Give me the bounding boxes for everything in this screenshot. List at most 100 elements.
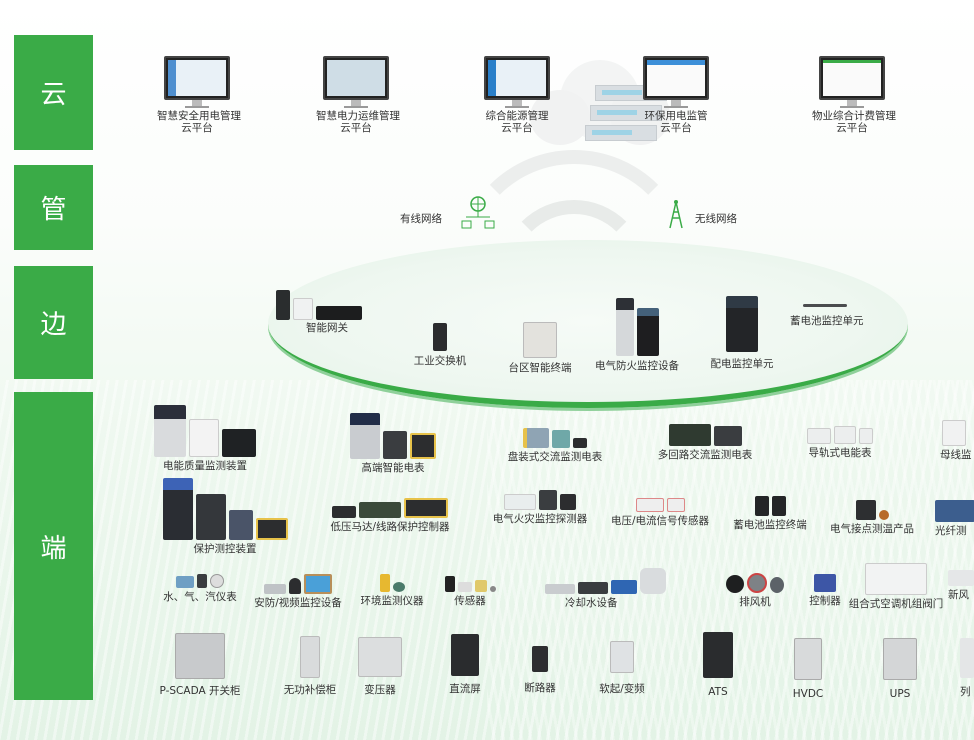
device-icon: [800, 574, 850, 592]
device-icon: [948, 570, 974, 586]
wireless-network-label: 无线网络: [695, 213, 737, 225]
end-device-label: 安防/视频监控设备: [254, 597, 342, 609]
end-device-soft-starter-vfd[interactable]: 软起/变频: [592, 641, 652, 695]
platform-power-om[interactable]: 智慧电力运维管理 云平台: [316, 56, 400, 134]
end-device-label: 高端智能电表: [361, 462, 425, 474]
end-device-column[interactable]: 列: [960, 638, 974, 698]
end-device-fresh-air[interactable]: 新风: [948, 570, 974, 601]
device-icon: [525, 568, 685, 594]
end-device-battery-terminal[interactable]: 蓄电池监控终端: [725, 496, 815, 531]
device-icon: [790, 426, 890, 444]
end-device-power-quality[interactable]: 电能质量监测装置: [150, 405, 260, 472]
end-device-hvdc[interactable]: HVDC: [783, 638, 833, 700]
platform-subtitle: 云平台: [340, 122, 372, 134]
device-icon: [248, 574, 348, 594]
end-device-label: UPS: [889, 688, 911, 700]
end-device-ahu-valve[interactable]: 组合式空调机组阀门: [846, 563, 946, 610]
end-device-label: 光纤测: [935, 525, 967, 537]
end-device-busbar-monitor[interactable]: 母线监: [930, 420, 974, 461]
end-device-transformer[interactable]: 变压器: [350, 637, 410, 696]
platform-property-billing[interactable]: 物业综合计费管理 云平台: [812, 56, 896, 134]
monitor-icon: [484, 56, 550, 100]
end-device-dc-panel[interactable]: 直流屏: [440, 634, 490, 695]
wired-network-label: 有线网络: [400, 213, 442, 225]
end-device-highend-meter[interactable]: 高端智能电表: [338, 413, 448, 474]
platform-title: 物业综合计费管理: [812, 110, 896, 122]
end-device-multi-circuit-meter[interactable]: 多回路交流监测电表: [650, 424, 760, 461]
device-icon: [275, 636, 345, 678]
end-device-security-video[interactable]: 安防/视频监控设备: [248, 574, 348, 609]
edge-device-gateway[interactable]: 智能网关: [276, 290, 362, 334]
layer-label-end: 端: [14, 392, 93, 700]
end-device-label: 母线监: [940, 449, 972, 461]
end-device-label: 冷却水设备: [565, 597, 618, 609]
end-device-water-gas-meters[interactable]: 水、气、汽仪表: [155, 574, 245, 603]
device-icon: [500, 428, 610, 448]
battery-monitor-icon: [790, 304, 860, 307]
end-device-label: ATS: [708, 686, 728, 698]
platform-subtitle: 云平台: [660, 122, 692, 134]
device-icon: [935, 500, 974, 522]
end-device-controller[interactable]: 控制器: [800, 574, 850, 607]
end-device-label: 水、气、汽仪表: [163, 591, 237, 603]
end-device-label: 控制器: [809, 595, 841, 607]
end-device-exhaust-fan[interactable]: 排风机: [710, 573, 800, 608]
end-device-panel-ac-meter[interactable]: 盘装式交流监测电表: [500, 428, 610, 463]
end-device-din-rail-meter[interactable]: 导轨式电能表: [790, 426, 890, 459]
wireless-tower-icon: [669, 200, 683, 229]
device-icon: [710, 573, 800, 593]
platform-title: 环保用电监管: [644, 110, 708, 122]
end-device-contact-temperature[interactable]: 电气接点测温产品: [822, 500, 922, 535]
end-device-voltage-current-sensor[interactable]: 电压/电流信号传感器: [605, 498, 715, 527]
end-device-cooling-water[interactable]: 冷却水设备: [525, 568, 685, 609]
platform-env-power[interactable]: 环保用电监管 云平台: [636, 56, 716, 134]
end-device-ups[interactable]: UPS: [875, 638, 925, 700]
end-device-label: 变压器: [364, 684, 396, 696]
area-terminal-icon: [500, 322, 580, 358]
edge-device-label: 配电监控单元: [710, 358, 774, 370]
end-device-pscada-switchgear[interactable]: P-SCADA 开关柜: [150, 633, 250, 697]
device-icon: [783, 638, 833, 680]
device-icon: [150, 405, 260, 457]
edge-device-distribution-monitor[interactable]: 配电监控单元: [704, 296, 780, 370]
end-device-reactive-compensation[interactable]: 无功补偿柜: [275, 636, 345, 696]
device-icon: [693, 632, 743, 678]
end-device-sensor[interactable]: 传感器: [430, 576, 510, 607]
edge-device-area-terminal[interactable]: 台区智能终端: [500, 322, 580, 374]
end-device-motor-protection[interactable]: 低压马达/线路保护控制器: [325, 498, 455, 533]
edge-device-label: 电气防火监控设备: [595, 360, 679, 372]
end-device-environment-monitor[interactable]: 环境监测仪器: [352, 574, 432, 607]
end-device-label: 直流屏: [449, 683, 481, 695]
device-icon: [592, 641, 652, 673]
edge-device-switch[interactable]: 工业交换机: [410, 323, 470, 367]
device-icon: [440, 634, 490, 676]
edge-device-label: 智能网关: [306, 322, 348, 334]
server-icon: [585, 125, 657, 141]
device-icon: [942, 420, 974, 446]
platform-subtitle: 云平台: [836, 122, 868, 134]
end-device-fire-detector[interactable]: 电气火灾监控探测器: [485, 490, 595, 525]
end-device-label: HVDC: [792, 688, 824, 700]
end-device-label: 无功补偿柜: [283, 684, 337, 696]
end-device-label: 组合式空调机组阀门: [848, 598, 944, 610]
end-device-label: 多回路交流监测电表: [657, 449, 753, 461]
platform-energy[interactable]: 综合能源管理 云平台: [477, 56, 557, 134]
monitor-icon: [819, 56, 885, 100]
platform-subtitle: 云平台: [181, 122, 213, 134]
end-device-label: 软起/变频: [599, 683, 645, 695]
fire-monitor-icon: [592, 298, 682, 356]
device-icon: [822, 500, 922, 520]
edge-ring: [268, 240, 908, 408]
end-device-ats[interactable]: ATS: [693, 632, 743, 698]
end-device-circuit-breaker[interactable]: 断路器: [515, 646, 565, 694]
end-device-label: 断路器: [524, 682, 556, 694]
platform-title: 综合能源管理: [485, 110, 549, 122]
device-icon: [875, 638, 925, 680]
end-device-protection-control[interactable]: 保护测控装置: [150, 478, 300, 555]
edge-device-fire-monitor[interactable]: 电气防火监控设备: [592, 298, 682, 372]
platform-safety-power[interactable]: 智慧安全用电管理 云平台: [157, 56, 241, 134]
end-device-fiber-temp[interactable]: 光纤测: [935, 500, 974, 537]
edge-device-label: 台区智能终端: [508, 362, 572, 374]
edge-device-battery-monitor[interactable]: 蓄电池监控单元: [790, 304, 864, 327]
device-icon: [650, 424, 760, 446]
